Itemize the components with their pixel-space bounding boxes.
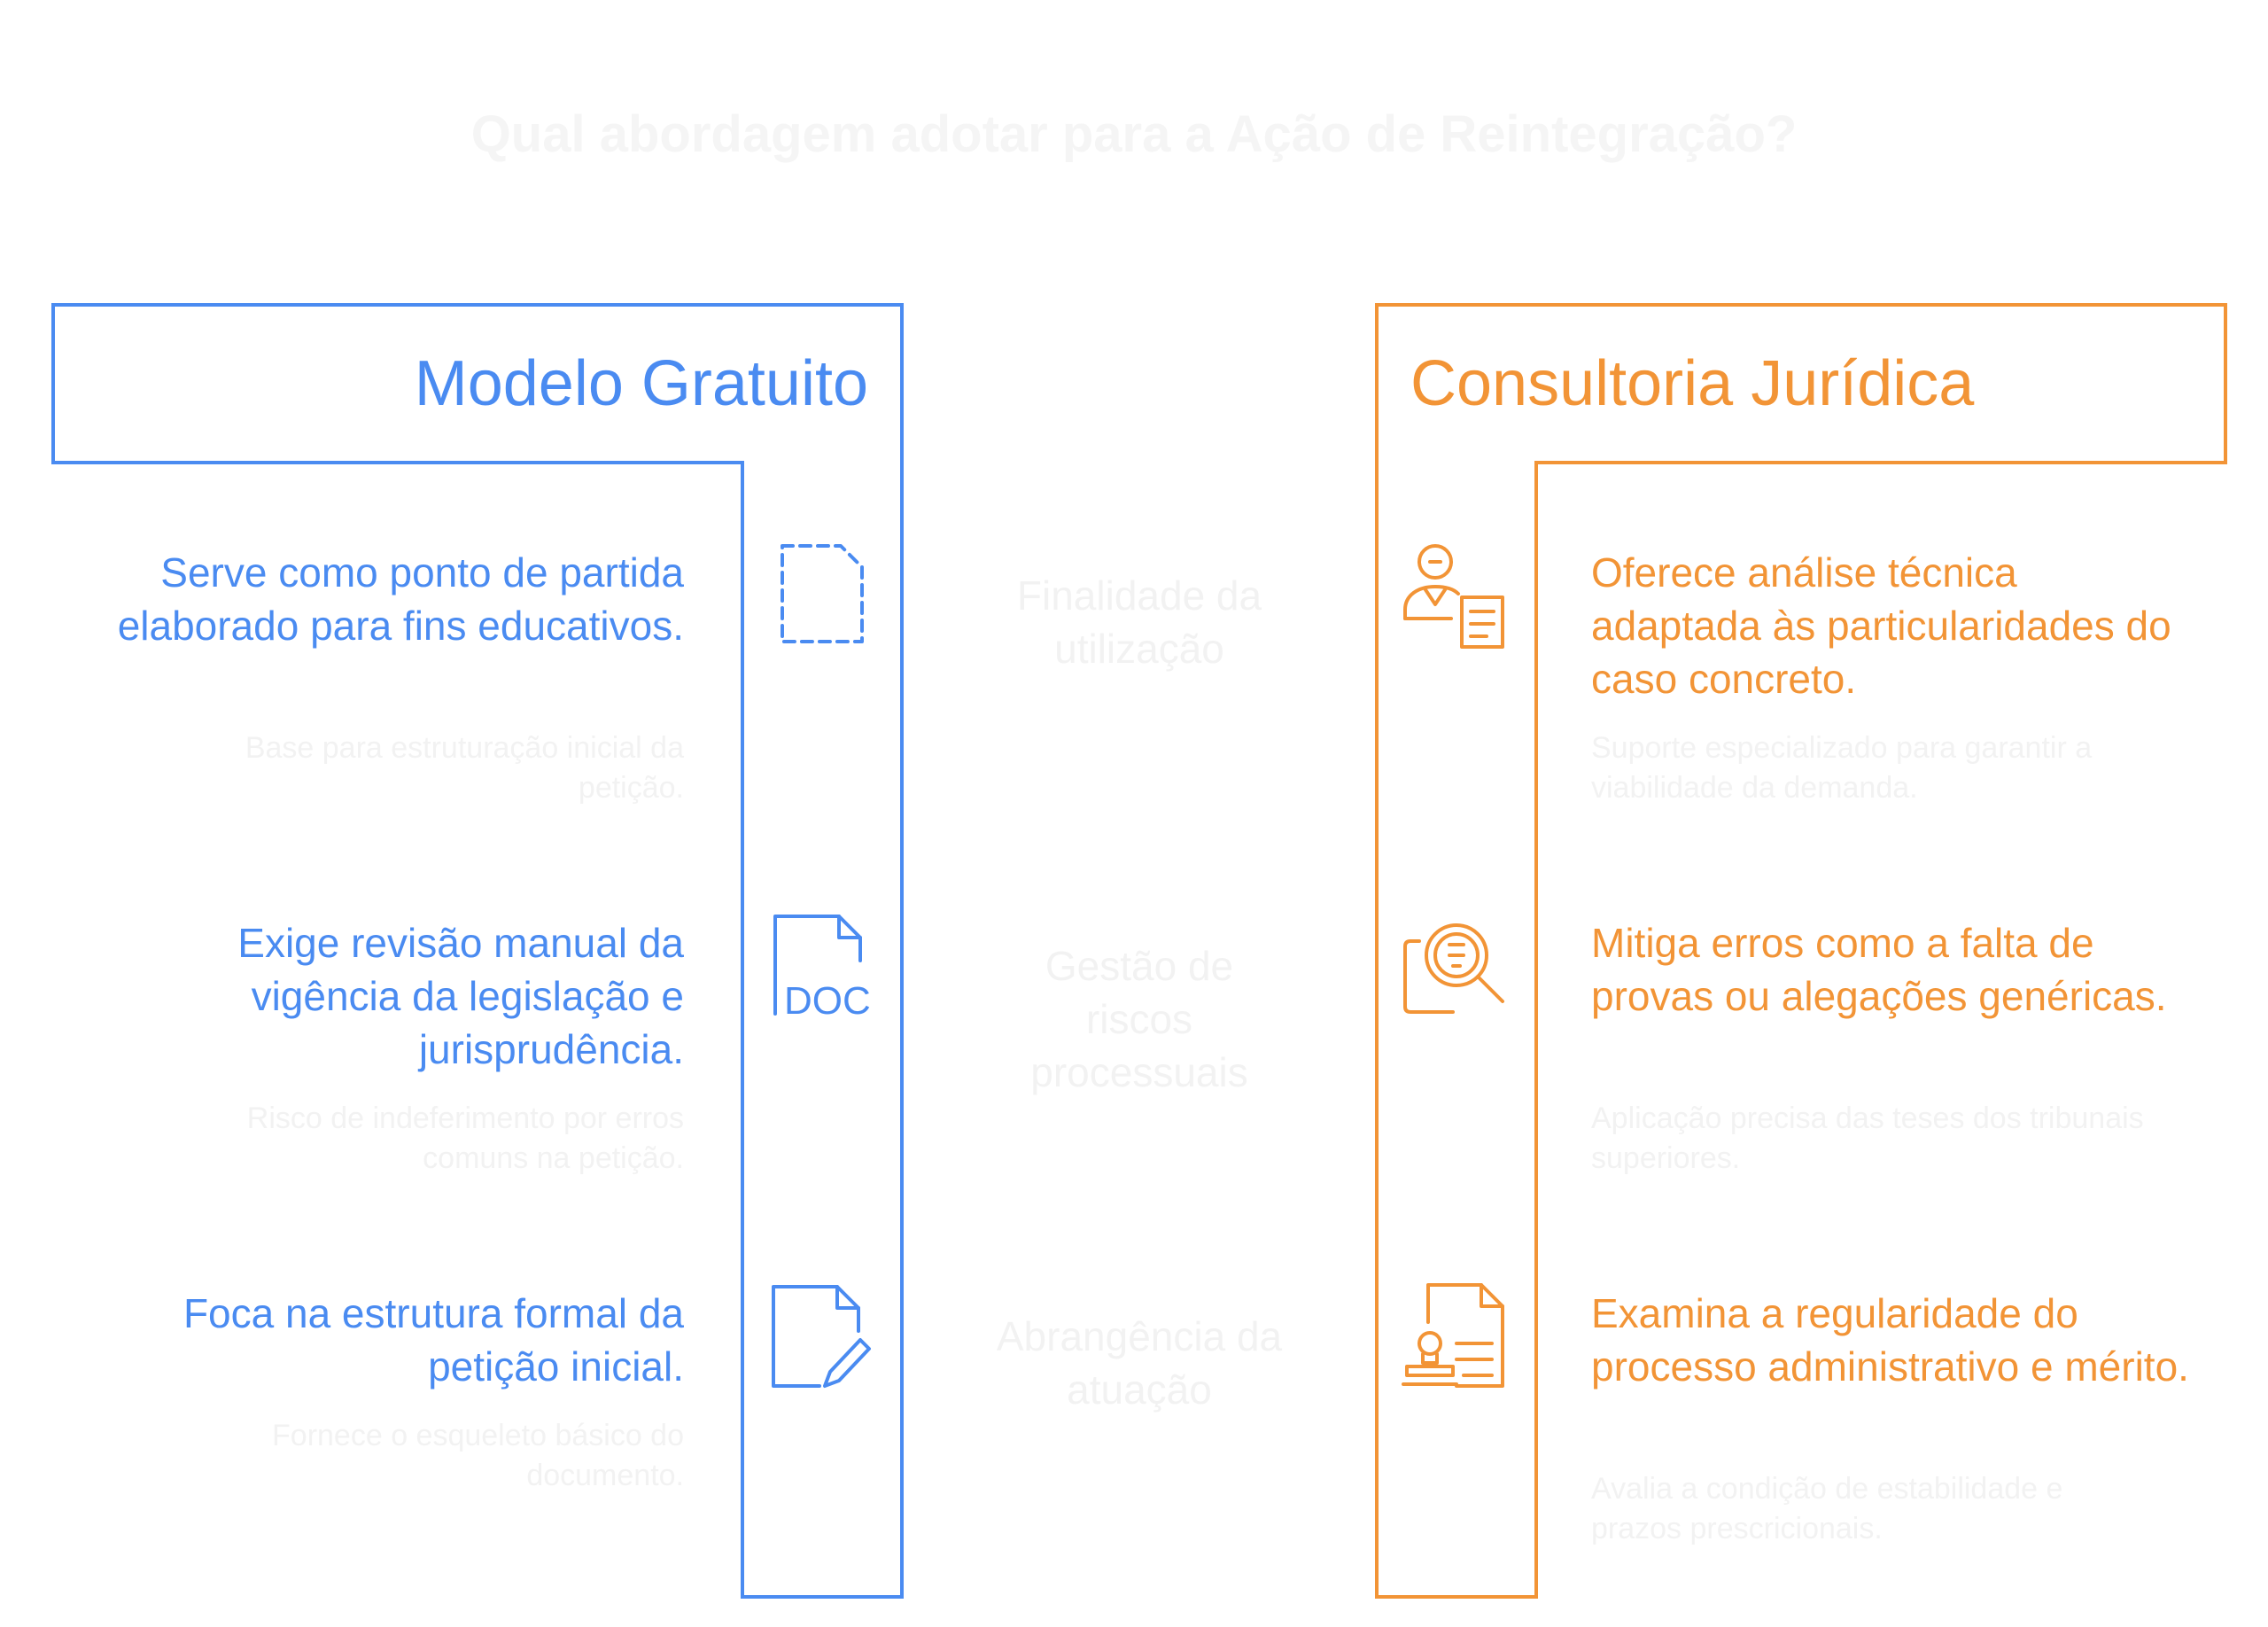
consultant-document-icon [1398,537,1513,652]
criterion-2-label: Gestão de riscos processuais [1030,943,1248,1095]
right-row-1-sub: Suporte especializado para garantir a vi… [1591,731,2093,805]
right-option-column [1375,461,1538,1599]
svg-text:DOC: DOC [784,979,871,1023]
left-option-column [741,461,904,1599]
right-option-title: Consultoria Jurídica [1410,348,1975,419]
document-search-icon [1398,907,1513,1023]
right-row-3-main: Examina a regularidade do processo admin… [1591,1290,2189,1390]
right-row-2-sub: Aplicação precisa das teses dos tribunai… [1591,1102,2144,1175]
right-option-header: Consultoria Jurídica [1375,303,2227,464]
page-title: Qual abordagem adotar para a Ação de Rei… [470,105,1798,163]
left-row-1-main: Serve como ponto de partida elaborado pa… [117,549,684,649]
stamp-document-icon [1398,1278,1513,1393]
left-row-2-main: Exige revisão manual da vigência da legi… [237,920,684,1072]
left-row-2-sub: Risco de indeferimento por erros comuns … [246,1102,684,1175]
edit-document-icon [765,1278,880,1393]
left-row-3-sub: Fornece o esqueleto básico do documento. [272,1419,684,1492]
right-row-1-main: Oferece análise técnica adaptada às part… [1591,549,2171,702]
dashed-document-icon [765,537,880,652]
right-row-3-sub: Avalia a condição de estabilidade e praz… [1591,1472,2063,1545]
left-row-3-main: Foca na estrutura formal da petição inic… [183,1290,684,1390]
criterion-3-label: Abrangência da atuação [996,1313,1283,1413]
left-option-title: Modelo Gratuito [414,348,868,419]
left-option-header: Modelo Gratuito [51,303,904,464]
doc-file-icon: DOC [765,907,880,1023]
right-row-2-main: Mitiga erros como a falta de provas ou a… [1591,920,2167,1019]
left-row-1-sub: Base para estruturação inicial da petiçã… [245,731,684,805]
criterion-1-label: Finalidade da utilização [1016,572,1262,672]
